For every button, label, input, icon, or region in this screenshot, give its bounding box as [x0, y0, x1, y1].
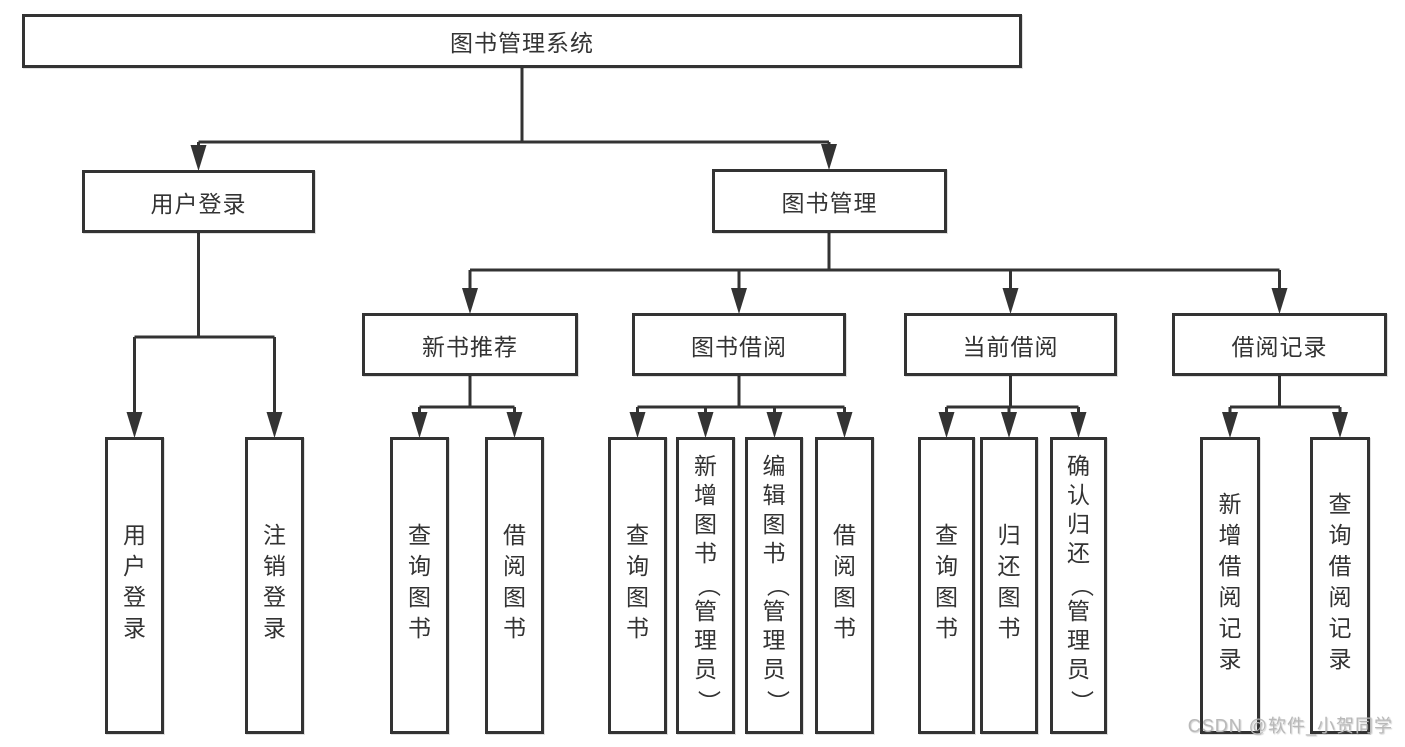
node-current-borrow: 当前借阅: [904, 313, 1117, 376]
connector-current-borrow-split: [945, 376, 1080, 414]
node-book-borrow-label: 图书借阅: [691, 333, 787, 360]
node-new-book-recommend-label: 新书推荐: [422, 333, 518, 360]
leaf-user-login-label: 用户登录: [123, 521, 146, 641]
leaf-add-books-admin-label: 新增图书（管理员）: [694, 453, 722, 714]
node-book-management: 图书管理: [712, 169, 947, 233]
leaf-edit-books-admin-label: 编辑图书（管理员）: [762, 453, 791, 714]
leaf-confirm-return-admin: 确认归还（管理员）: [1050, 437, 1107, 734]
leaf-borrow-books-1-label: 借阅图书: [503, 521, 526, 641]
node-system-root: 图书管理系统: [22, 14, 1022, 68]
leaf-return-books: 归还图书: [980, 437, 1038, 734]
leaf-borrow-books-1: 借阅图书: [485, 437, 544, 734]
leaf-query-books-2: 查询图书: [608, 437, 667, 734]
node-system-root-label: 图书管理系统: [450, 30, 594, 56]
leaf-borrow-books-2-label: 借阅图书: [833, 521, 856, 641]
leaf-add-borrow-record: 新增借阅记录: [1200, 437, 1260, 734]
connector-book-management-split: [468, 233, 1281, 289]
connector-new-book-split: [418, 376, 516, 414]
leaf-query-books-3-label: 查询图书: [935, 521, 958, 641]
leaf-borrow-books-2: 借阅图书: [815, 437, 874, 734]
node-current-borrow-label: 当前借阅: [962, 333, 1059, 360]
connector-user-login-split: [133, 233, 276, 413]
leaf-query-borrow-record: 查询借阅记录: [1310, 437, 1370, 734]
node-new-book-recommend: 新书推荐: [362, 313, 578, 376]
leaf-query-books-3: 查询图书: [918, 437, 975, 734]
connector-book-borrow-split: [636, 376, 846, 414]
leaf-query-borrow-record-label: 查询借阅记录: [1328, 490, 1352, 672]
node-book-management-label: 图书管理: [781, 190, 878, 216]
leaf-confirm-return-admin-label: 确认归还（管理员）: [1067, 453, 1095, 714]
leaf-add-books-admin: 新增图书（管理员）: [676, 437, 735, 734]
leaf-user-login: 用户登录: [105, 437, 164, 734]
node-user-login: 用户登录: [82, 170, 315, 233]
csdn-watermark: CSDN @软件_小贺同学: [1187, 716, 1393, 736]
leaf-query-books-1: 查询图书: [390, 437, 449, 734]
leaf-return-books-label: 归还图书: [997, 521, 1021, 641]
leaf-logout-label: 注销登录: [263, 521, 286, 641]
leaf-query-books-2-label: 查询图书: [626, 521, 649, 641]
connector-borrow-records-split: [1228, 376, 1342, 414]
leaf-query-books-1-label: 查询图书: [408, 521, 431, 641]
node-book-borrow: 图书借阅: [632, 313, 846, 376]
connector-root-split: [197, 68, 831, 146]
node-borrow-records-label: 借阅记录: [1231, 333, 1328, 360]
leaf-edit-books-admin: 编辑图书（管理员）: [745, 437, 803, 734]
leaf-add-borrow-record-label: 新增借阅记录: [1218, 490, 1242, 672]
node-borrow-records: 借阅记录: [1172, 313, 1387, 376]
node-user-login-label: 用户登录: [150, 190, 247, 217]
leaf-logout: 注销登录: [245, 437, 304, 734]
